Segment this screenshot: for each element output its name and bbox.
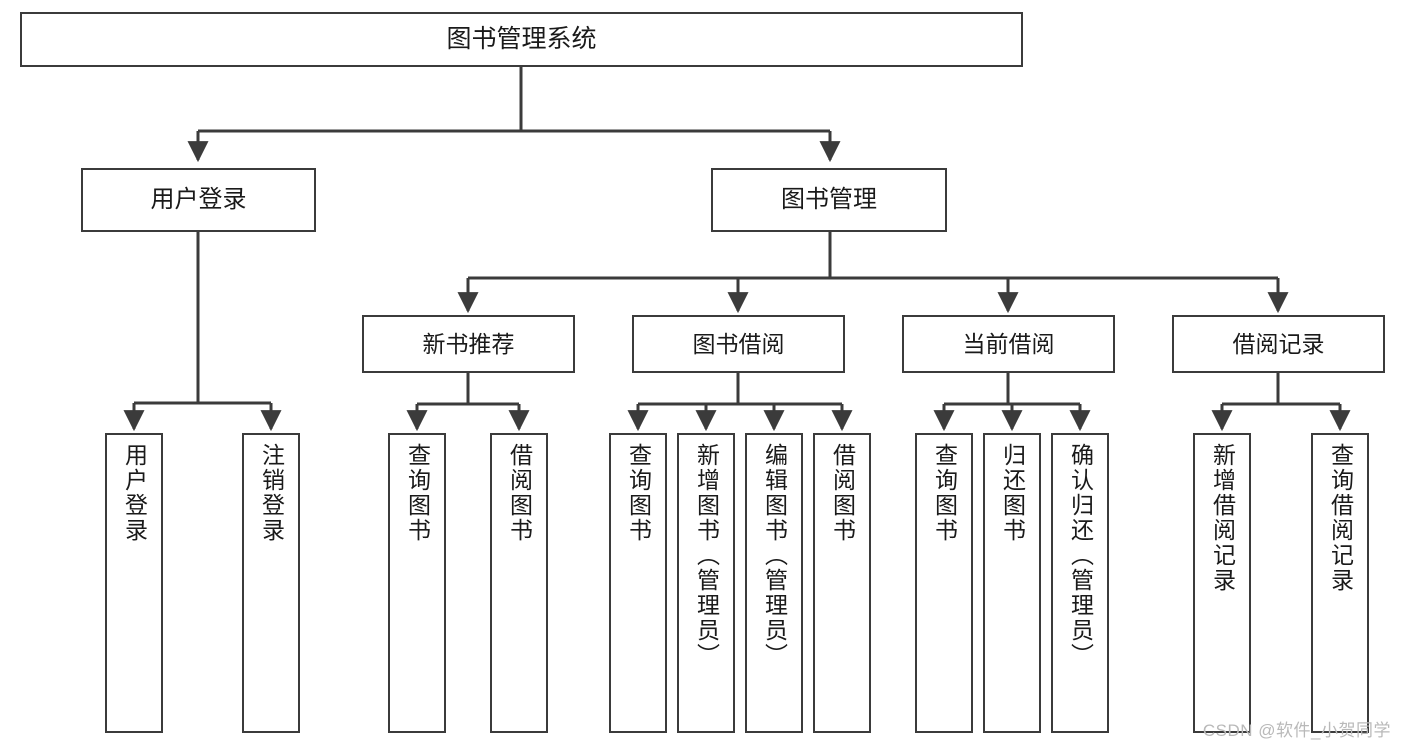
- node-leaf-borrow-book[interactable]: 借阅图书: [813, 433, 871, 733]
- node-borrow-records[interactable]: 借阅记录: [1172, 315, 1385, 373]
- node-leaf-query-book-recommend[interactable]: 查询图书: [388, 433, 446, 733]
- node-leaf-query-borrow-record[interactable]: 查询借阅记录: [1311, 433, 1369, 733]
- node-label: 确认归还（管理员）: [1067, 443, 1094, 668]
- node-label: 新增借阅记录: [1209, 443, 1236, 593]
- node-label: 用户登录: [150, 186, 247, 213]
- node-label: 查询图书: [625, 443, 652, 543]
- node-label: 图书借阅: [692, 330, 785, 357]
- node-label: 图书管理系统: [446, 25, 597, 53]
- node-leaf-edit-book-admin[interactable]: 编辑图书（管理员）: [745, 433, 803, 733]
- node-label: 当前借阅: [962, 330, 1055, 357]
- node-label: 查询图书: [931, 443, 958, 543]
- node-label: 借阅图书: [829, 443, 856, 543]
- node-leaf-borrow-book-recommend[interactable]: 借阅图书: [490, 433, 548, 733]
- node-label: 注销登录: [258, 443, 285, 543]
- node-label: 查询图书: [404, 443, 431, 543]
- node-leaf-return-book[interactable]: 归还图书: [983, 433, 1041, 733]
- node-label: 查询借阅记录: [1327, 443, 1354, 593]
- node-leaf-query-book-borrow[interactable]: 查询图书: [609, 433, 667, 733]
- node-leaf-user-login[interactable]: 用户登录: [105, 433, 163, 733]
- node-current-borrow[interactable]: 当前借阅: [902, 315, 1115, 373]
- node-book-borrow[interactable]: 图书借阅: [632, 315, 845, 373]
- node-leaf-add-book-admin[interactable]: 新增图书（管理员）: [677, 433, 735, 733]
- node-leaf-logout[interactable]: 注销登录: [242, 433, 300, 733]
- node-label: 归还图书: [999, 443, 1026, 543]
- node-label: 用户登录: [121, 443, 148, 543]
- node-user-login[interactable]: 用户登录: [81, 168, 316, 232]
- node-new-book-recommend[interactable]: 新书推荐: [362, 315, 575, 373]
- node-leaf-query-book-current[interactable]: 查询图书: [915, 433, 973, 733]
- node-leaf-confirm-return-admin[interactable]: 确认归还（管理员）: [1051, 433, 1109, 733]
- node-label: 借阅记录: [1232, 330, 1325, 357]
- node-book-management[interactable]: 图书管理: [711, 168, 947, 232]
- node-label: 新增图书（管理员）: [693, 443, 720, 668]
- watermark: CSDN @软件_小贺同学: [1202, 721, 1391, 740]
- node-label: 借阅图书: [506, 443, 533, 543]
- node-label: 新书推荐: [422, 330, 515, 357]
- node-label: 图书管理: [781, 186, 877, 213]
- node-leaf-add-borrow-record[interactable]: 新增借阅记录: [1193, 433, 1251, 733]
- node-book-management-system[interactable]: 图书管理系统: [20, 12, 1023, 67]
- node-label: 编辑图书（管理员）: [761, 443, 788, 668]
